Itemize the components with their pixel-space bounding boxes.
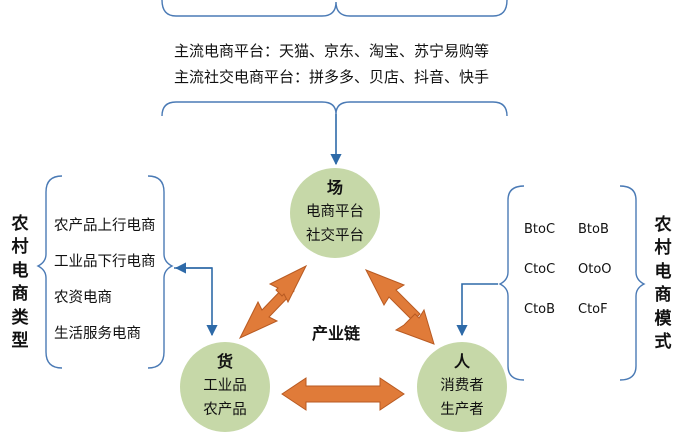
types-left-brace [36,175,63,369]
node-goods-line-2: 农产品 [203,402,247,418]
mode-item-btoc: BtoC [524,222,556,237]
node-people-circle [417,342,507,432]
arrow-place-goods-head [268,264,308,304]
types-title: 农村电商类型 [11,214,29,352]
platform-line-1: 主流电商平台：天猫、京东、淘宝、苏宁易购等 [174,42,490,60]
node-goods-circle [180,342,270,432]
platform-brace [161,0,508,17]
mode-item-ctoc: CtoC [524,262,556,277]
types-connector [174,267,218,337]
type-item-1: 农产品上行电商 [54,218,156,234]
node-goods-line-1: 工业品 [203,378,247,394]
mode-item-otoo: OtoO [578,262,612,277]
mode-item-btob: BtoB [578,222,609,237]
node-people-line-2: 生产者 [440,402,484,418]
node-people-line-1: 消费者 [440,378,484,394]
node-place-line-1: 电商平台 [306,204,364,220]
node-place-line-2: 社交平台 [306,228,364,244]
mode-item-ctob: CtoB [524,302,556,317]
node-place-title: 场 [326,178,343,197]
modes-connector [456,283,498,337]
type-item-2: 工业品下行电商 [54,254,156,270]
node-place-circle [290,168,380,258]
modes-title: 农村电商模式 [654,215,672,353]
mode-item-ctof: CtoF [578,302,608,317]
node-people-title: 人 [453,352,470,371]
arrow-goods-people [281,377,405,411]
platform-bottom-brace [161,101,508,117]
types-right-brace [147,175,174,369]
center-label: 产业链 [312,324,361,343]
modes-right-brace [619,185,646,381]
node-goods-title: 货 [216,352,233,371]
arrow-place-people [364,269,421,322]
arrow-place-people-head [394,308,435,345]
type-item-3: 农资电商 [54,290,112,306]
type-item-4: 生活服务电商 [54,326,141,342]
platform-line-2: 主流社交电商平台：拼多多、贝店、抖音、快手 [174,68,490,86]
modes-left-brace [498,185,525,381]
